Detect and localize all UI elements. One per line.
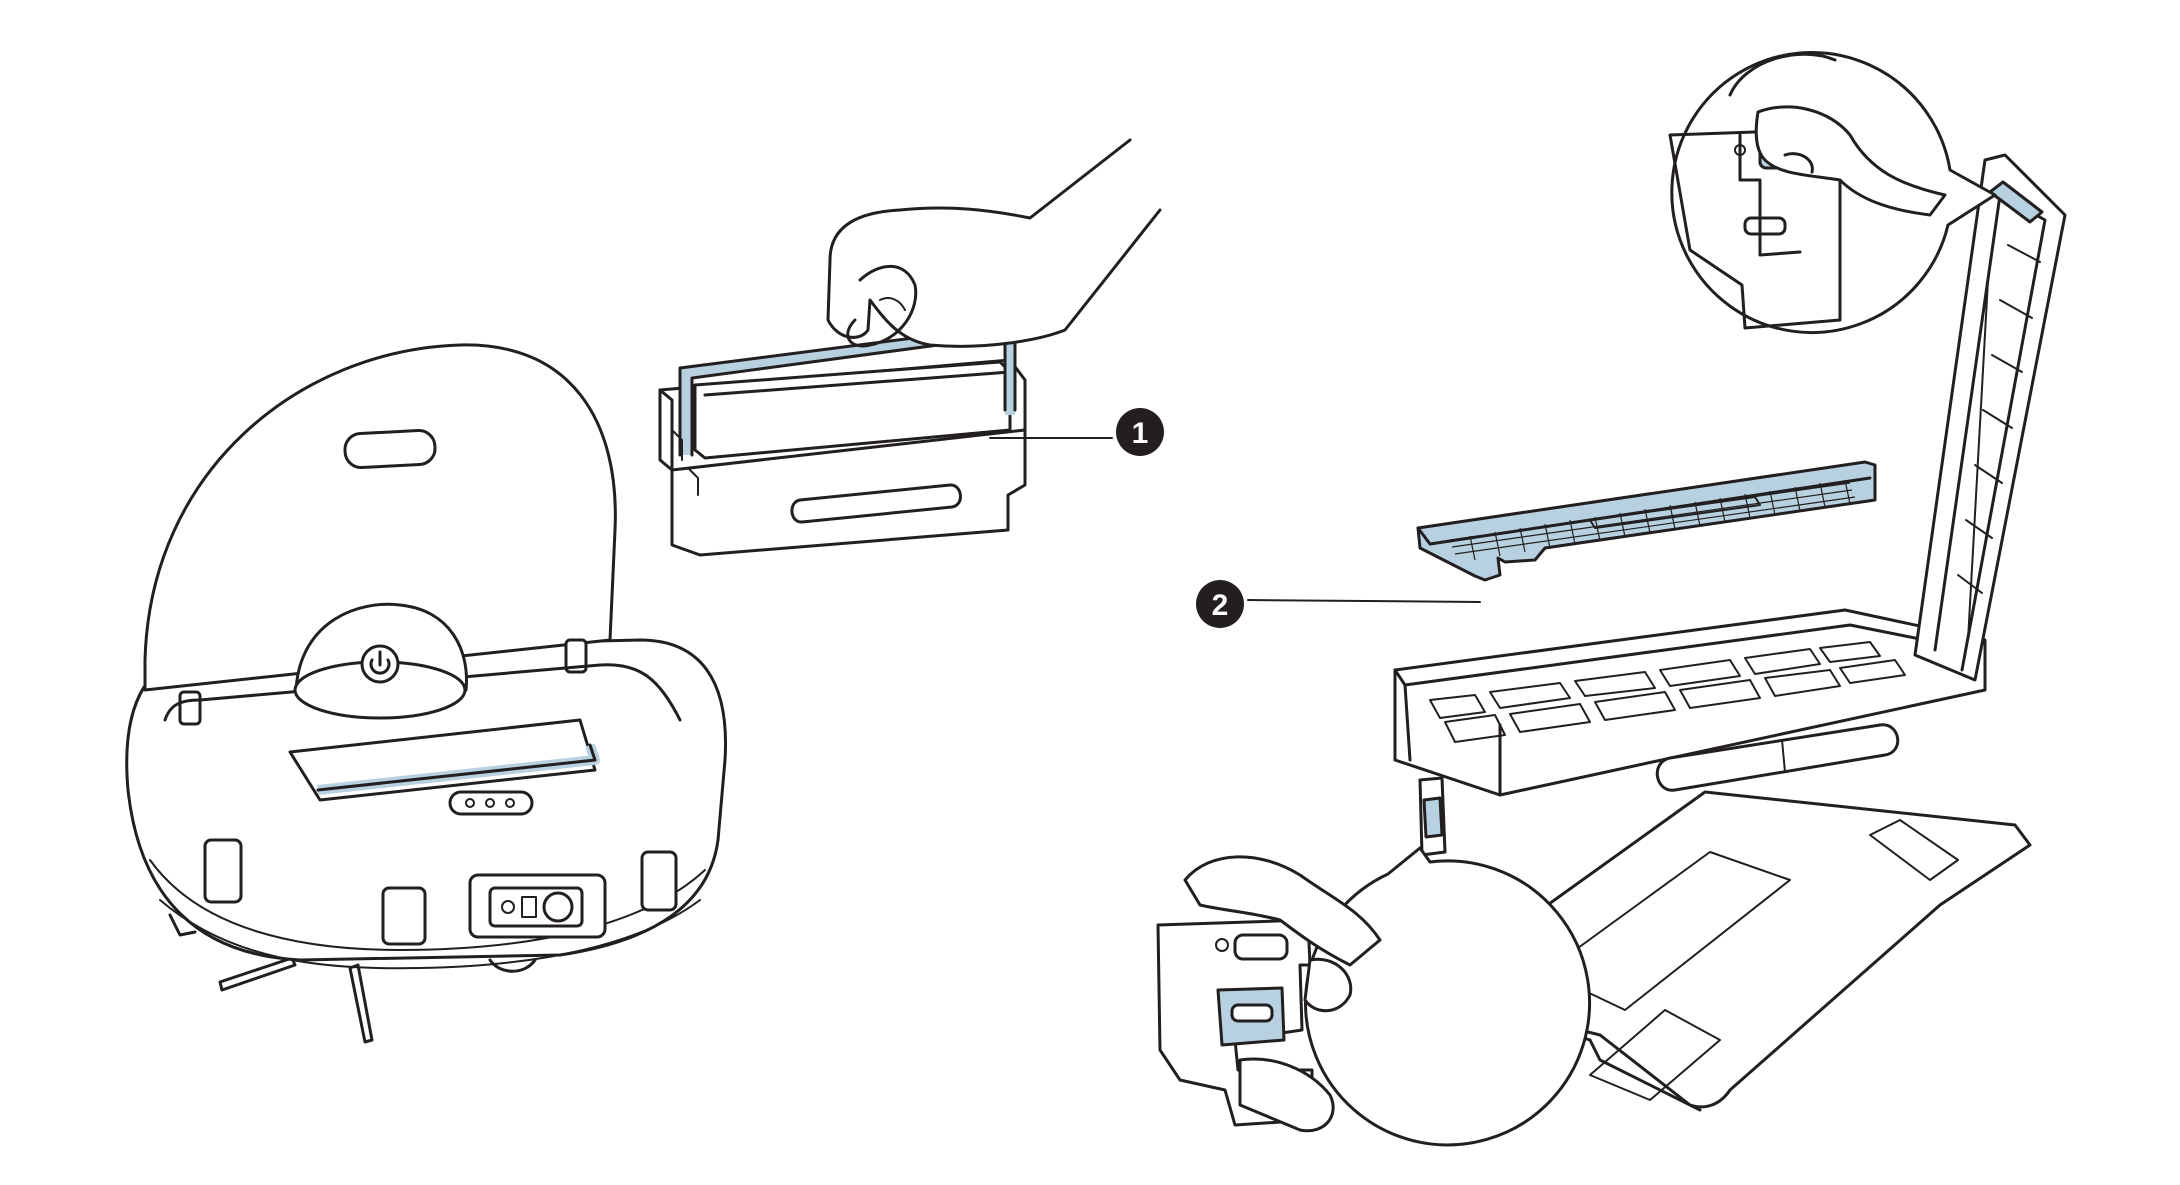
side-sensor-left <box>203 838 243 904</box>
hand <box>826 138 1162 348</box>
dust-bin-window-1 <box>1544 851 1791 1011</box>
tray-lid <box>1913 153 2067 682</box>
callout-2-label: 2 <box>1212 589 1229 622</box>
latch-tab-highlight <box>1422 796 1444 839</box>
power-icon <box>369 650 391 675</box>
callout-2-leader <box>1247 599 1481 603</box>
filter-box-assembly <box>658 138 1162 557</box>
deck-edge <box>163 663 682 722</box>
detail-circle-bottom <box>1156 846 1591 1147</box>
handle-inner <box>690 334 1007 457</box>
hinge-left <box>178 690 202 726</box>
charging-contact <box>542 891 574 923</box>
open-filter-tray <box>1393 153 2067 1112</box>
lid-tab-highlight <box>1988 180 2044 224</box>
tray-grid <box>1429 641 1906 743</box>
detail-bottom-finger-top <box>1183 855 1382 967</box>
robot-vacuum <box>125 343 728 1044</box>
detail-bottom-finger-lower <box>1238 1057 1335 1133</box>
callout-1-badge <box>1116 408 1164 456</box>
front-sensor-left <box>381 886 427 946</box>
detail-top-finger <box>1754 105 1947 217</box>
hand-thumb <box>846 264 918 348</box>
control-buttons[interactable] <box>448 790 534 816</box>
wheel-front <box>488 958 537 973</box>
sponge-top-edge <box>703 370 1012 397</box>
filter-box-grip <box>790 483 962 524</box>
handle-highlight <box>681 325 1015 455</box>
filter-box-left-edge <box>658 388 674 472</box>
thumbnail <box>879 297 906 311</box>
robot-base-line <box>159 899 701 970</box>
detail-circle-top <box>1668 51 1997 335</box>
tray-base <box>1393 608 1987 797</box>
hepa-filter-spine <box>1589 496 1761 529</box>
robot-lid <box>143 343 617 692</box>
dust-bin-window-3 <box>1869 819 1959 881</box>
robot-bumper-line <box>149 859 706 951</box>
tray-lid-grid <box>1957 244 2041 641</box>
filter-sponge <box>693 360 1012 460</box>
hinge-right <box>564 638 588 674</box>
callout-2-badge <box>1196 580 1244 628</box>
callout-1: 1 <box>989 408 1164 456</box>
lid-handle <box>343 428 437 470</box>
callout-2: 2 <box>1196 580 1481 628</box>
callout-1-label: 1 <box>1132 417 1149 450</box>
side-brush-right <box>348 963 374 1044</box>
wheel-left <box>168 913 197 937</box>
detail-bottom-thumb <box>1303 957 1353 1013</box>
filter-box-body <box>670 428 1027 557</box>
side-brush-left <box>218 956 297 992</box>
dustbin-edge <box>316 743 597 792</box>
side-sensor-right <box>640 850 678 912</box>
dust-bin-window-2 <box>1589 1009 1721 1101</box>
handle-outer <box>678 323 1017 457</box>
detail-top-outline <box>1670 51 1997 335</box>
tray-grip <box>1655 723 1900 792</box>
